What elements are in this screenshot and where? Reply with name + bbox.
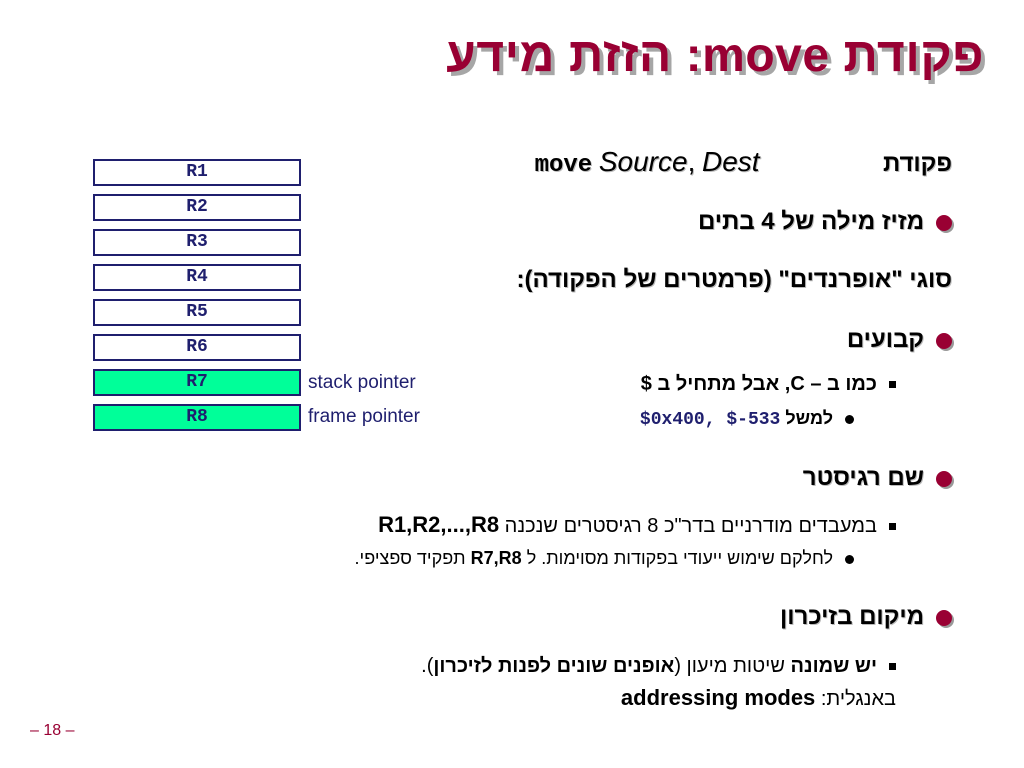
command-syntax: move Source, Dest	[534, 146, 760, 179]
register-r8: R8	[93, 404, 301, 431]
command-source: Source	[598, 146, 688, 177]
addressing-mid: שיטות מיעון (	[674, 655, 785, 677]
sub-bullet-addressing: יש שמונה שיטות מיעון (אופנים שונים לפנות…	[421, 650, 896, 715]
english-term: addressing modes	[620, 685, 816, 710]
english-prefix: באנגלית:	[820, 688, 896, 710]
sub-sub-bullet-special: לחלקם שימוש ייעודי בפקודות מסוימות. ל R7…	[355, 548, 854, 569]
addressing-prefix: יש שמונה	[790, 655, 878, 677]
special-suffix: תפקיד ספציפי.	[354, 548, 466, 568]
register-r3: R3	[93, 229, 301, 256]
special-prefix: לחלקם שימוש ייעודי בפקודות מסוימות. ל	[526, 548, 833, 568]
command-dest: Dest	[702, 146, 760, 177]
register-r4: R4	[93, 264, 301, 291]
sub-bullet-like-c: כמו ב – C, אבל מתחיל ב $	[641, 373, 896, 396]
bullet-dot-icon	[936, 214, 952, 231]
square-bullet-icon	[889, 523, 896, 531]
sub-sub-bullet-example: למשל $0x400, $-533	[640, 408, 854, 430]
command-line: פקודת move Source, Dest	[535, 146, 952, 179]
square-bullet-icon	[889, 663, 896, 671]
small-dot-icon	[845, 414, 854, 424]
bullet-dot-icon	[936, 609, 952, 626]
register-r7-label: stack pointer	[308, 372, 416, 393]
modern-cpus-regs: R1,R2,...,R8	[378, 512, 500, 537]
register-r1: R1	[93, 159, 301, 186]
register-r5: R5	[93, 299, 301, 326]
addressing-end: ).	[421, 655, 434, 677]
bullet-dot-icon	[936, 470, 952, 487]
command-comma: ,	[687, 146, 696, 177]
bullet-memory-location-text: מיקום בזיכרון	[779, 603, 924, 630]
operand-types-heading: סוגי "אופרנדים" (פרמטרים של הפקודה):	[516, 266, 952, 293]
bullet-moves-word: מזיז מילה של 4 בתים	[698, 208, 952, 236]
command-keyword: move	[534, 152, 593, 179]
register-r8-label: frame pointer	[308, 406, 420, 427]
bullet-register-name-text: שם רגיסטר	[802, 464, 924, 491]
example-values: $0x400, $-533	[639, 410, 781, 430]
square-bullet-icon	[889, 381, 896, 389]
register-r7: R7	[93, 369, 301, 396]
like-c-text: כמו ב – C, אבל מתחיל ב $	[640, 373, 877, 395]
bullet-dot-icon	[936, 332, 952, 349]
command-label: פקודת	[882, 150, 952, 177]
modern-cpus-text: במעבדים מודרניים בדר"כ 8 רגיסטרים שנכנה	[504, 515, 877, 537]
example-label: למשל	[785, 408, 833, 428]
special-regs: R7,R8	[470, 548, 522, 568]
slide-title: פקודת move: הזזת מידע	[446, 29, 984, 82]
bullet-moves-word-text: מזיז מילה של 4 בתים	[697, 208, 924, 235]
bullet-constants: קבועים	[847, 326, 952, 354]
page-number: – 18 –	[30, 722, 75, 739]
bullet-constants-text: קבועים	[846, 326, 924, 353]
small-dot-icon	[845, 554, 854, 564]
register-r2: R2	[93, 194, 301, 221]
sub-bullet-modern-cpus: במעבדים מודרניים בדר"כ 8 רגיסטרים שנכנה …	[378, 512, 896, 538]
addressing-bold: אופנים שונים לפנות לזיכרון	[433, 655, 675, 677]
bullet-memory-location: מיקום בזיכרון	[780, 603, 952, 631]
bullet-register-name: שם רגיסטר	[803, 464, 952, 492]
register-r6: R6	[93, 334, 301, 361]
